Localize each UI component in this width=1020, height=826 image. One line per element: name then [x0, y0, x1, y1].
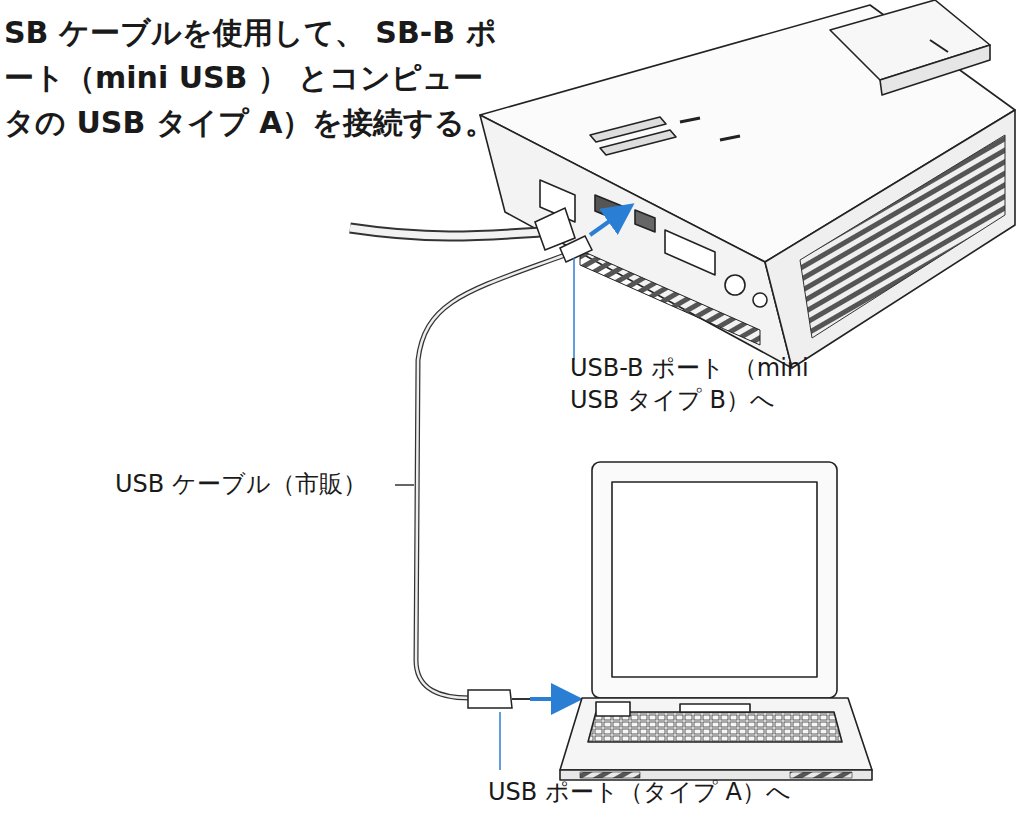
laptop: [560, 462, 872, 780]
port-label: USB-B ポート （mini USB タイプ B）へ: [570, 352, 855, 417]
port-label: USB ポート（タイプ A）へ: [488, 776, 791, 808]
projector: [480, 0, 1015, 368]
leader-lines: [395, 258, 574, 770]
instruction-text: SB ケーブルを使用して、 SB-B ポート（mini USB ） とコンピュー…: [4, 10, 504, 145]
power-cable: [350, 208, 575, 250]
cable-label: USB ケーブル（市販）: [115, 468, 367, 500]
